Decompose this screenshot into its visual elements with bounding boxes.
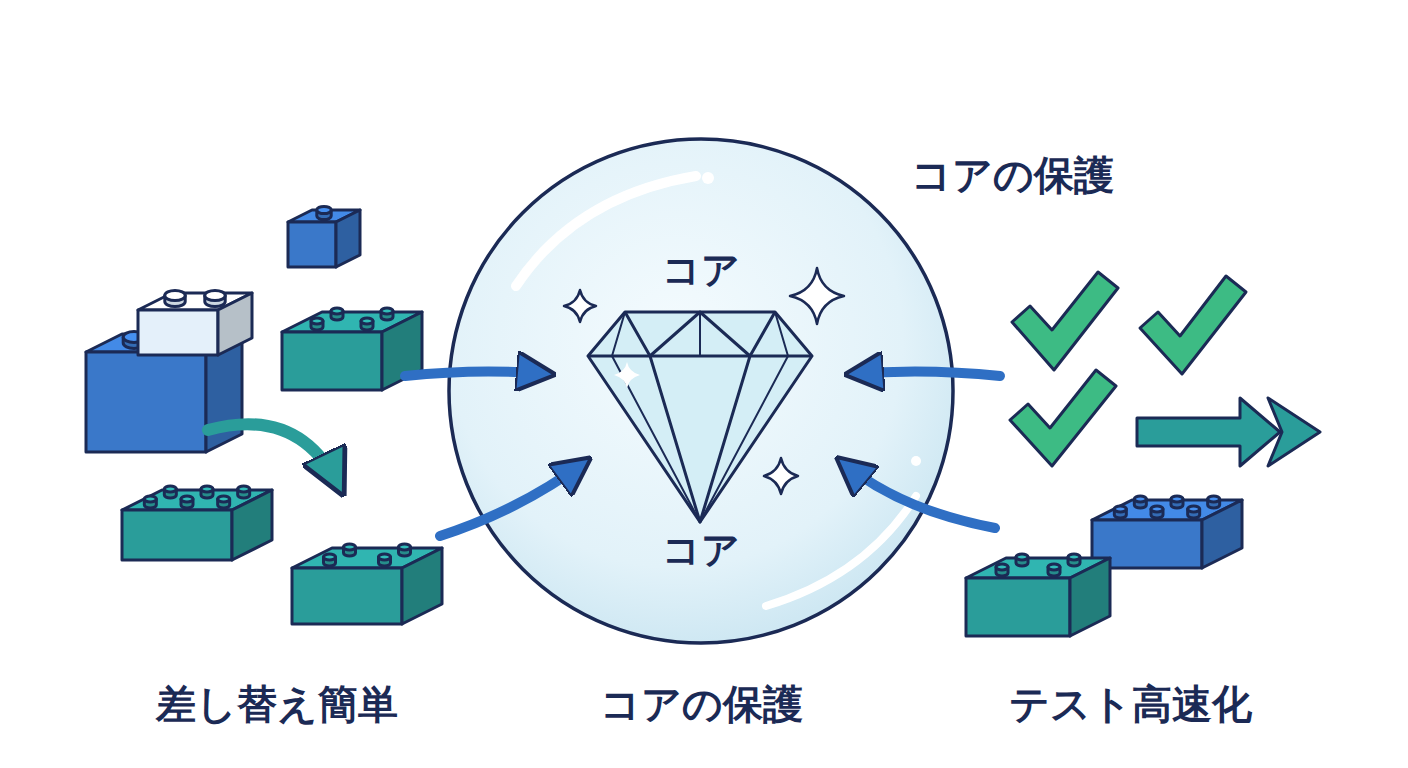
label: 差し替え簡単	[156, 677, 398, 732]
node-text: コア	[662, 525, 740, 576]
label: テスト高速化	[1009, 677, 1252, 732]
label: コアの保護	[911, 148, 1114, 203]
node-caption: コアの保護	[600, 677, 803, 732]
node-text: コア	[662, 245, 740, 296]
speed-arrow	[1137, 398, 1320, 466]
